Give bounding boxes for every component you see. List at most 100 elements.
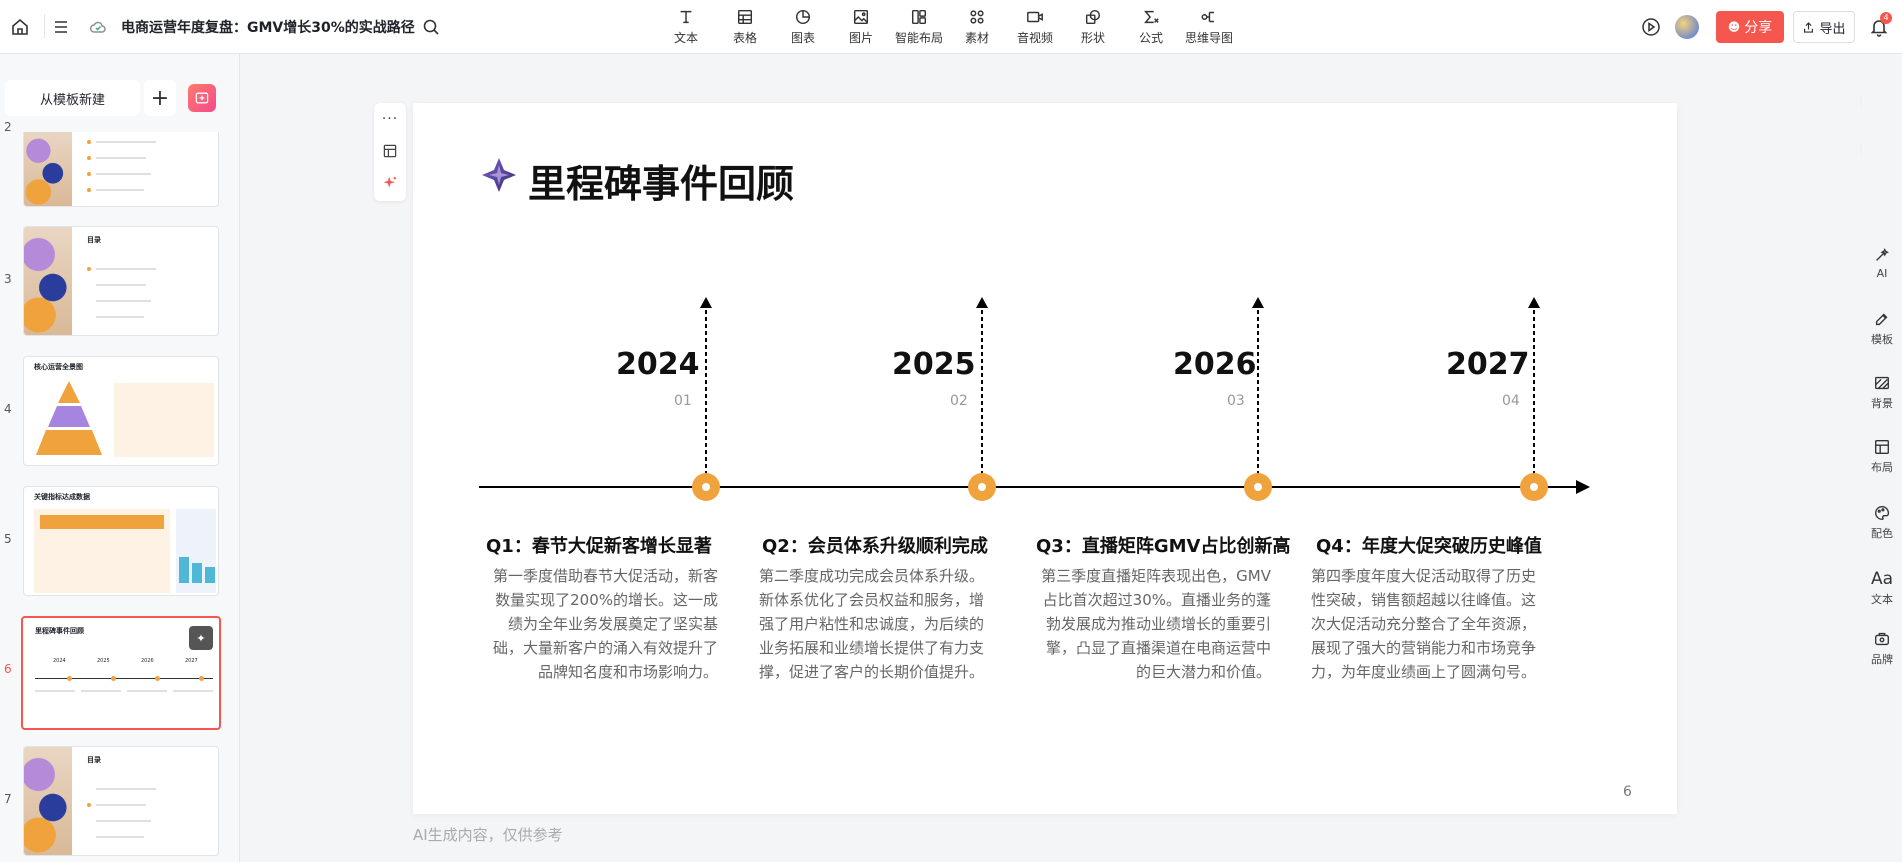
tool-label: 文本 [673, 31, 698, 45]
share-button[interactable]: ☻ 分享 [1716, 11, 1784, 43]
rightbar-background[interactable]: 背景 [1862, 374, 1902, 411]
slide-thumbnail-7[interactable]: 目录 [23, 746, 219, 856]
tool-table[interactable]: 表格 [716, 8, 774, 48]
rightbar-template[interactable]: 模板 [1862, 310, 1902, 347]
export-button[interactable]: 导出 [1793, 11, 1855, 43]
tool-assets[interactable]: 素材 [948, 8, 1006, 48]
thumbnail-year: 2026 [141, 658, 154, 664]
bullet [87, 140, 91, 144]
text-line [96, 268, 156, 270]
text-line [96, 157, 146, 159]
slide-number: 2 [4, 120, 12, 134]
timeline-graphic [479, 297, 1590, 501]
text-line [96, 788, 156, 790]
text-line [96, 804, 146, 806]
slide-number: 7 [4, 792, 12, 806]
thumbnail-year: 2025 [97, 658, 110, 664]
rightbar-brand[interactable]: 品牌 [1862, 630, 1902, 667]
document-title[interactable]: 电商运营年度复盘：GMV增长30%的实战路径 [121, 20, 415, 36]
more-icon[interactable]: ··· [381, 111, 399, 127]
text-line [173, 690, 213, 692]
tool-label: 音视频 [1016, 31, 1053, 45]
rightbar-layout[interactable]: 布局 [1862, 438, 1902, 475]
thumbnail-timeline [35, 678, 213, 679]
slide-thumbnail-4[interactable]: 核心运营全景图 [23, 356, 219, 466]
rightbar-label: 配色 [1871, 527, 1893, 540]
rightbar-ai[interactable]: AI [1862, 246, 1902, 280]
page-number: 6 [1623, 784, 1632, 800]
thumbnail-art [24, 132, 72, 206]
bullet [87, 188, 91, 192]
milestone-dot [67, 676, 72, 681]
formula-icon [1144, 10, 1159, 24]
avatar[interactable] [1675, 15, 1699, 39]
milestone-description[interactable]: 第四季度年度大促活动取得了历史性突破，销售额超越以往峰值。这次大促活动充分整合了… [1311, 567, 1537, 681]
milestone-year[interactable]: 2024 [616, 347, 700, 382]
notification-badge: 4 [1880, 12, 1892, 24]
slide-thumbnail-3[interactable]: 目录 [23, 226, 219, 336]
rightbar-label: 品牌 [1871, 653, 1893, 666]
milestone-title[interactable]: Q3：直播矩阵GMV占比创新高 [1036, 536, 1291, 557]
thumbnail-title: 里程碑事件回顾 [35, 627, 84, 635]
tool-chart[interactable]: 图表 [774, 8, 832, 48]
thumbnail-table [34, 509, 170, 593]
tool-shape[interactable]: 形状 [1064, 8, 1122, 48]
home-icon[interactable] [7, 14, 33, 40]
new-from-template-button[interactable]: 从模板新建 [5, 80, 140, 116]
tool-text[interactable]: 文本 [657, 8, 715, 48]
tool-media[interactable]: 音视频 [1006, 8, 1064, 48]
bar [179, 557, 189, 583]
milestone-title[interactable]: Q4：年度大促突破历史峰值 [1316, 536, 1542, 557]
milestone-dot [111, 676, 116, 681]
milestone-dot [155, 676, 160, 681]
tool-formula[interactable]: 公式 [1122, 8, 1180, 48]
table-header-bar [40, 515, 164, 529]
right-toolbar: AI 模板 背景 布局 配色 Aa 文本 品牌 [1862, 54, 1902, 862]
milestone-year[interactable]: 2027 [1446, 347, 1530, 382]
slide-thumbnail-5[interactable]: 关键指标达成数据 [23, 486, 219, 596]
layout-small-icon[interactable] [374, 135, 406, 167]
tool-image[interactable]: 图片 [832, 8, 890, 48]
play-icon[interactable] [1638, 14, 1664, 40]
tool-smart-layout[interactable]: 智能布局 [890, 8, 948, 48]
milestone-marker-4 [1520, 297, 1548, 501]
template-icon [1875, 313, 1888, 326]
text-line [96, 141, 156, 143]
slide-thumbnail-2[interactable] [23, 132, 219, 207]
ai-template-icon[interactable] [188, 84, 216, 112]
milestone-description[interactable]: 第二季度成功完成会员体系升级。新体系优化了会员权益和服务，增强了用户粘性和忠诚度… [759, 567, 985, 681]
slide-number: 6 [4, 662, 12, 676]
background-icon [1875, 376, 1889, 390]
sparkle-icon[interactable] [374, 167, 406, 199]
milestone-index: 01 [674, 393, 692, 409]
slide-title[interactable]: 里程碑事件回顾 [528, 162, 795, 206]
milestone-year[interactable]: 2026 [1173, 347, 1257, 382]
thumbnail-year: 2024 [53, 658, 66, 664]
cloud-saved-icon [85, 14, 111, 40]
slide-sidebar: 从模板新建 + 2 3 目录 4 核心运营全景图 5 关键指标达成数据 [0, 54, 240, 862]
search-icon[interactable] [418, 14, 444, 40]
ai-magic-icon[interactable]: ✦ [189, 626, 213, 650]
rightbar-text[interactable]: Aa 文本 [1862, 570, 1902, 607]
image-icon [853, 9, 869, 25]
milestone-description[interactable]: 第一季度借助春节大促活动，新客数量实现了200%的增长。这一成绩为全年业务发展奠… [492, 567, 718, 681]
milestone-description[interactable]: 第三季度直播矩阵表现出色，GMV占比首次超过30%。直播业务的蓬勃发展成为推动业… [1041, 567, 1271, 681]
milestone-title[interactable]: Q1：春节大促新客增长显著 [486, 536, 712, 557]
rightbar-label: 背景 [1871, 397, 1893, 410]
milestone-index: 04 [1502, 393, 1520, 409]
diamond-sparkle-icon [482, 158, 516, 192]
bullet [87, 172, 91, 176]
tool-mindmap[interactable]: 思维导图 [1180, 8, 1238, 48]
slide-thumbnail-6[interactable]: 里程碑事件回顾 ✦ 2024 2025 2026 2027 [21, 616, 221, 730]
milestone-title[interactable]: Q2：会员体系升级顺利完成 [762, 536, 988, 557]
tool-label: 智能布局 [894, 31, 943, 45]
thumbnail-chart [176, 509, 216, 593]
rightbar-label: AI [1876, 267, 1888, 280]
menu-icon[interactable] [48, 14, 74, 40]
add-slide-button[interactable]: + [144, 80, 176, 116]
rightbar-palette[interactable]: 配色 [1862, 504, 1902, 541]
milestone-year[interactable]: 2025 [892, 347, 976, 382]
slide-canvas[interactable]: 里程碑事件回顾 2024 01 202 [413, 103, 1677, 814]
rightbar-label: 文本 [1871, 593, 1893, 606]
ai-wand-icon [1876, 248, 1889, 261]
